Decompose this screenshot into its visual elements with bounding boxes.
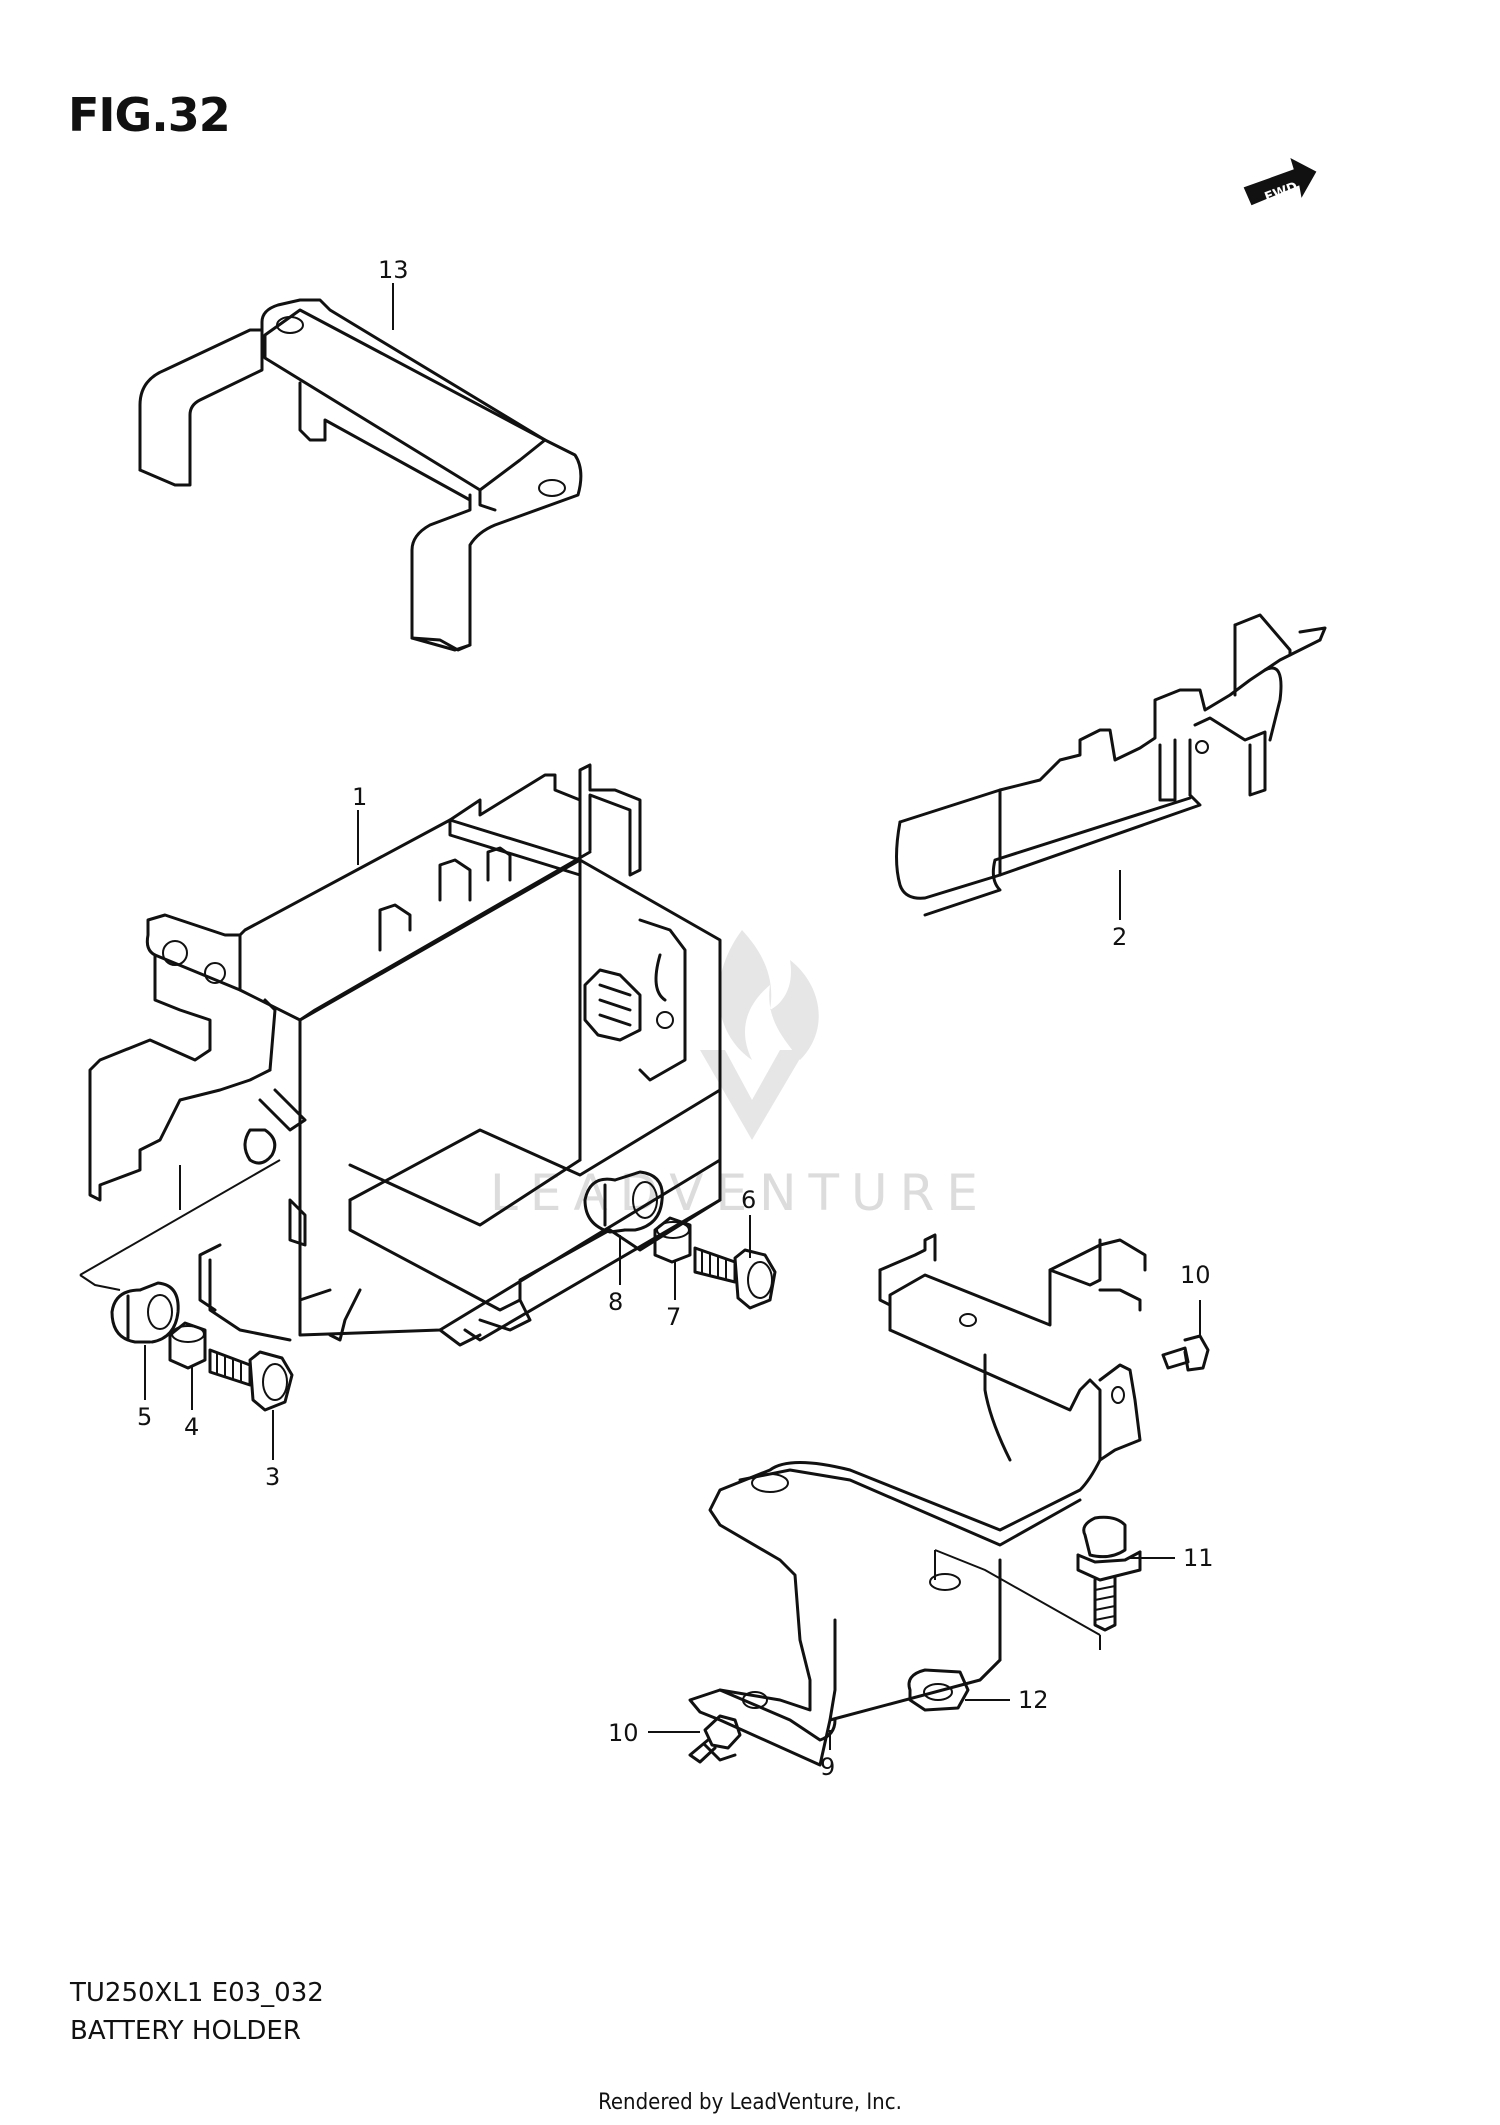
part-7-collar [653,1216,692,1264]
fwd-arrow-icon: FWD [1243,158,1317,205]
part-1-battery-box [88,763,722,1347]
part-11-bolt [1076,1515,1142,1632]
callout-labels: 13 1 2 8 7 6 5 4 3 10 11 9 10 12 [137,256,1214,1781]
callout-4: 4 [184,1413,199,1441]
figure-title: FIG.32 [68,88,231,142]
assembly-lines [79,1159,1101,1650]
part-3-bolt [208,1348,294,1412]
part-2-side-bracket [895,613,1327,917]
part-10-bolt-lower [688,1714,742,1764]
callout-9: 9 [820,1753,835,1781]
part-13-upper-bracket [138,298,583,652]
callout-1: 1 [352,783,367,811]
callout-11: 11 [1183,1544,1214,1572]
callout-10-upper: 10 [1180,1261,1211,1289]
callout-8: 8 [608,1288,623,1316]
part-10-bolt-upper [1161,1334,1210,1372]
part-12-nut [907,1668,970,1712]
model-code: TU250XL1 E03_032 [70,1978,324,2008]
part-9-lower-bracket [688,1233,1147,1767]
callout-12: 12 [1018,1686,1049,1714]
callout-13: 13 [378,256,409,284]
watermark-logo [700,930,819,1140]
callout-6: 6 [741,1186,756,1214]
watermark-text: LEADVENTURE [490,1164,990,1222]
section-name: BATTERY HOLDER [70,2016,301,2046]
part-5-grommet [110,1281,180,1344]
callout-7: 7 [666,1303,681,1331]
part-8-grommet [583,1170,664,1234]
callout-10-lower: 10 [608,1719,639,1747]
render-credit: Rendered by LeadVenture, Inc. [598,2090,902,2115]
callout-leaders [144,283,1201,1750]
part-6-bolt [693,1246,777,1310]
callout-2: 2 [1112,923,1127,951]
callout-3: 3 [265,1463,280,1491]
callout-5: 5 [137,1403,152,1431]
part-4-collar [168,1321,207,1370]
